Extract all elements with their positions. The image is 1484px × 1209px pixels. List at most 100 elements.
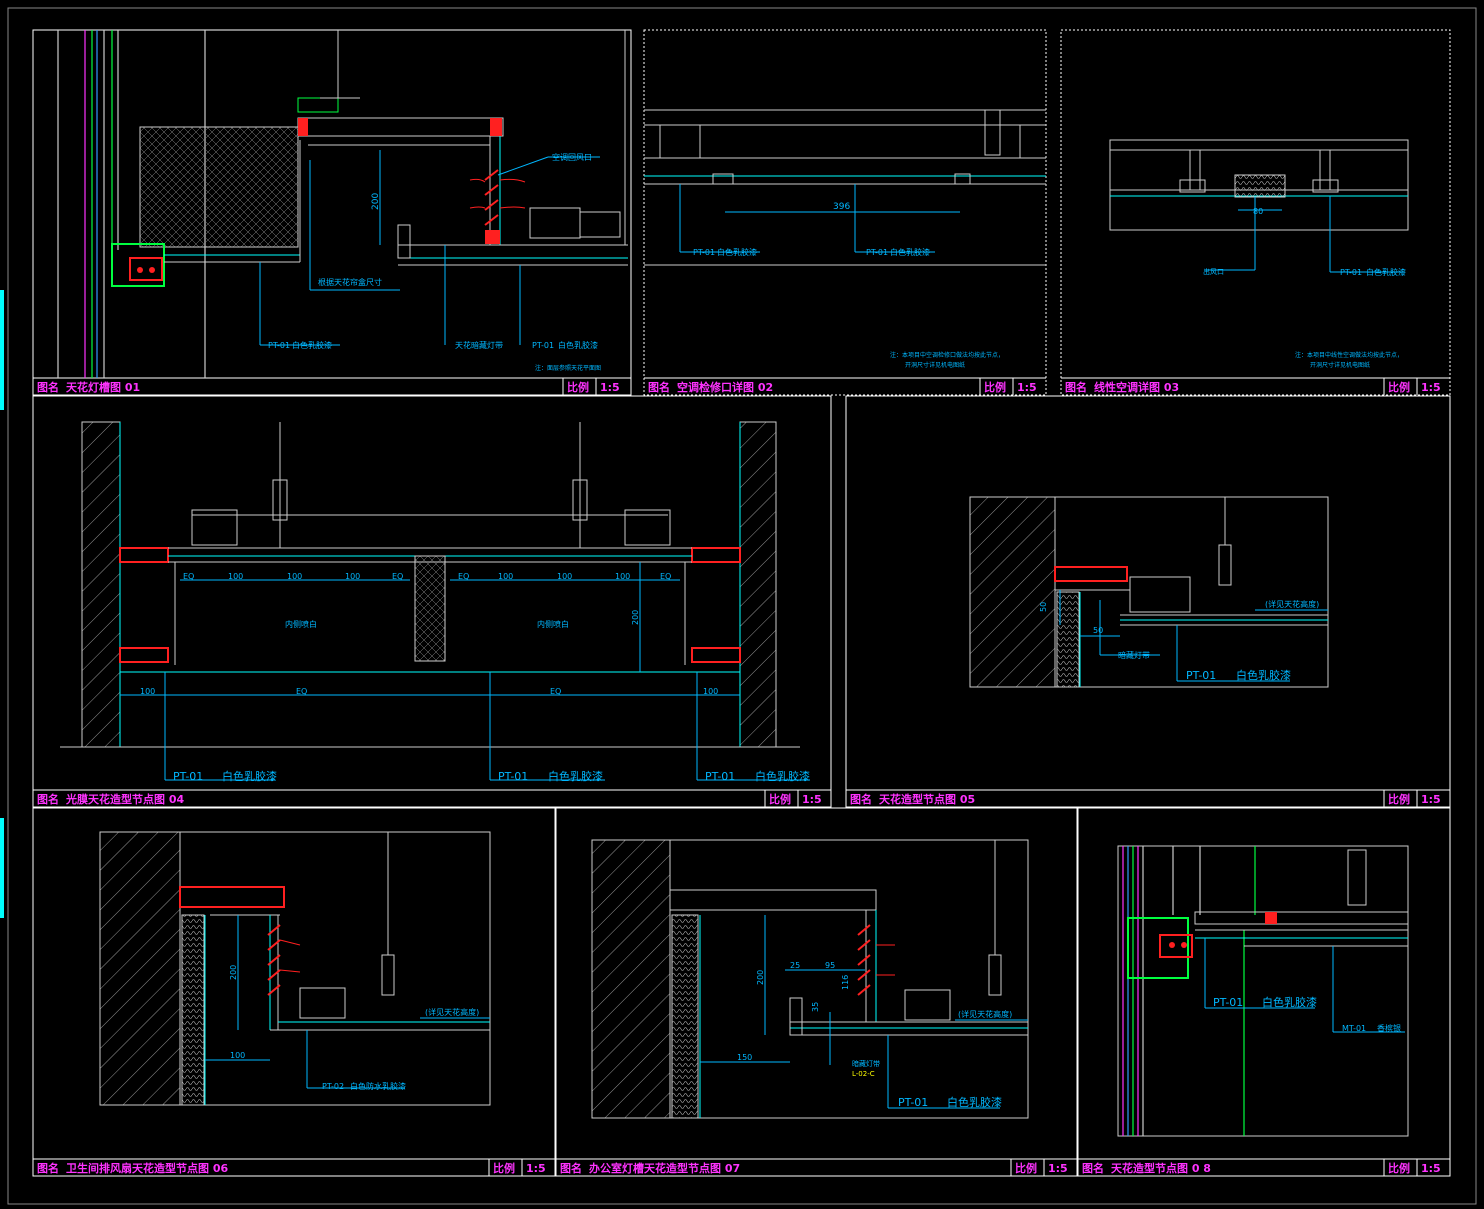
p5-pt01-text: 白色乳胶漆 <box>1236 668 1291 682</box>
p2-note2: 开洞尺寸详见机电图纸 <box>905 361 965 369</box>
p2-dim-396: 396 <box>833 202 850 212</box>
panel-8: PT-01 白色乳胶漆 MT-01 香槟银 图名 天花造型节点图 0 8 比例 … <box>1077 807 1451 1177</box>
p3-scale: 1:5 <box>1421 381 1441 394</box>
p3-outlet: 出风口 <box>1203 267 1224 276</box>
p4-inner-white-2: 内侧喷白 <box>537 619 569 629</box>
p4-pt01-text-2: 白色乳胶漆 <box>548 769 603 783</box>
p3-pt01: PT-01 <box>1340 268 1362 277</box>
left-edge-marker <box>0 290 4 410</box>
p4-eq-5: EQ <box>296 687 307 696</box>
p4-d100-5: 100 <box>557 572 572 581</box>
p6-scale: 1:5 <box>526 1162 546 1175</box>
p6-pt02: PT-02 <box>322 1082 344 1091</box>
p8-mt01: MT-01 <box>1342 1024 1366 1033</box>
p7-d25: 25 <box>790 961 800 970</box>
panel-6: 200 100 (详见天花高度) PT-02 白色防水乳胶漆 图名 卫生间排风扇… <box>32 807 556 1177</box>
panel-7: 200 25 95 116 35 150 (详见天花高度) 暗藏灯带 L-02-… <box>555 807 1078 1177</box>
p8-pt01-text: 白色乳胶漆 <box>1262 995 1317 1009</box>
p6-scale-label: 比例 <box>493 1161 515 1175</box>
p7-ref: L-02-C <box>852 1070 875 1078</box>
p4-eq-6: EQ <box>550 687 561 696</box>
p6-d100: 100 <box>230 1051 245 1060</box>
p2-pt01-a: PT-01 <box>693 248 715 257</box>
panel-2: 396 PT-01 白色乳胶漆 PT-01 白色乳胶漆 注：本项目中空调检修口做… <box>643 29 1047 396</box>
p1-scale-label: 比例 <box>567 380 589 394</box>
p5-d50a: 50 <box>1039 602 1048 612</box>
p3-pt01-text: 白色乳胶漆 <box>1366 267 1406 277</box>
p4-d100-6: 100 <box>615 572 630 581</box>
p4-title-label: 图名 <box>37 792 59 806</box>
panel-3: 80 出风口 PT-01 白色乳胶漆 注：本项目中线性空调做法均按此节点， 开洞… <box>1060 29 1451 396</box>
left-edge-marker <box>0 818 4 918</box>
p8-scale: 1:5 <box>1421 1162 1441 1175</box>
p8-title: 天花造型节点图 0 8 <box>1111 1161 1211 1175</box>
p3-note1: 注：本项目中线性空调做法均按此节点， <box>1295 351 1403 359</box>
p7-d150: 150 <box>737 1053 752 1062</box>
p4-scale-label: 比例 <box>769 792 791 806</box>
p4-title: 光膜天花造型节点图 04 <box>65 792 184 806</box>
p5-title: 天花造型节点图 05 <box>879 792 975 806</box>
p4-eq-3: EQ <box>458 572 469 581</box>
p1-pt01-text-b: 白色乳胶漆 <box>558 340 598 350</box>
p7-scale: 1:5 <box>1048 1162 1068 1175</box>
p7-scale-label: 比例 <box>1015 1161 1037 1175</box>
p4-d100-4: 100 <box>498 572 513 581</box>
p4-pt01-3: PT-01 <box>705 770 735 783</box>
p6-title: 卫生间排风扇天花造型节点图 06 <box>66 1161 228 1175</box>
p7-d95: 95 <box>825 961 835 970</box>
p4-pt01-text-1: 白色乳胶漆 <box>222 769 277 783</box>
p2-title-label: 图名 <box>648 380 670 394</box>
p3-title: 线性空调详图 03 <box>1094 380 1179 394</box>
p6-title-label: 图名 <box>37 1161 59 1175</box>
p7-title-label: 图名 <box>560 1161 582 1175</box>
sheet-border <box>7 7 1477 1205</box>
p3-title-label: 图名 <box>1065 380 1087 394</box>
p2-pt01-a-text: 白色乳胶漆 <box>717 247 757 257</box>
p3-scale-label: 比例 <box>1388 380 1410 394</box>
p7-title: 办公室灯槽天花造型节点图 07 <box>589 1161 740 1175</box>
p3-note2: 开洞尺寸详见机电图纸 <box>1310 361 1370 369</box>
p4-eq-2: EQ <box>392 572 403 581</box>
panel-4: EQ 100 100 100 EQ EQ 100 100 100 EQ 200 … <box>32 395 832 808</box>
p8-mt01-text: 香槟银 <box>1377 1023 1401 1033</box>
p4-d100-3: 100 <box>345 572 360 581</box>
p2-scale: 1:5 <box>1017 381 1037 394</box>
p2-pt01-b-text: 白色乳胶漆 <box>890 247 930 257</box>
p4-scale: 1:5 <box>802 793 822 806</box>
p4-pt01-1: PT-01 <box>173 770 203 783</box>
panel-5: 50 50 (详见天花高度) 暗藏灯带 PT-01 白色乳胶漆 图名 天花造型节… <box>845 395 1451 808</box>
p8-pt01: PT-01 <box>1213 996 1243 1009</box>
p7-led: 暗藏灯带 <box>852 1059 880 1068</box>
p7-d200: 200 <box>756 970 765 985</box>
p6-pt02-text: 白色防水乳胶漆 <box>350 1081 406 1091</box>
panel-1: 200 空调回风口 PT-01 白色乳胶漆 根据天花帘盒尺寸 天花暗藏灯带 PT… <box>32 29 632 396</box>
p5-scale-label: 比例 <box>1388 792 1410 806</box>
p5-d50b: 50 <box>1093 626 1103 635</box>
p7-pt01-text: 白色乳胶漆 <box>947 1095 1002 1109</box>
p8-scale-label: 比例 <box>1388 1161 1410 1175</box>
p2-pt01-b: PT-01 <box>866 248 888 257</box>
p4-eq-4: EQ <box>660 572 671 581</box>
p3-dim-80: 80 <box>1253 207 1263 216</box>
p4-d100-7: 100 <box>140 687 155 696</box>
p4-d100-2: 100 <box>287 572 302 581</box>
p6-ceiling-height: (详见天花高度) <box>425 1007 479 1017</box>
p1-led-strip: 天花暗藏灯带 <box>455 340 503 350</box>
p8-title-label: 图名 <box>1082 1161 1104 1175</box>
p1-dim-200: 200 <box>371 193 381 210</box>
p7-ceiling-height: (详见天花高度) <box>958 1009 1012 1019</box>
p1-note: 注：面层参照天花平面图 <box>535 364 601 372</box>
p1-pt01-label-b: PT-01 <box>532 341 554 350</box>
p1-air-return: 空调回风口 <box>552 152 592 162</box>
p1-title-label: 图名 <box>37 380 59 394</box>
p4-pt01-2: PT-01 <box>498 770 528 783</box>
p4-pt01-text-3: 白色乳胶漆 <box>755 769 810 783</box>
p1-pt01-text: 白色乳胶漆 <box>292 340 332 350</box>
p1-scale: 1:5 <box>600 381 620 394</box>
p5-pt01: PT-01 <box>1186 669 1216 682</box>
p5-ceiling-height: (详见天花高度) <box>1265 599 1319 609</box>
p1-pt01-label: PT-01 <box>268 341 290 350</box>
p1-curtain-box: 根据天花帘盒尺寸 <box>318 277 382 287</box>
p4-d100-1: 100 <box>228 572 243 581</box>
p2-note1: 注：本项目中空调检修口做法均按此节点， <box>890 351 1004 359</box>
